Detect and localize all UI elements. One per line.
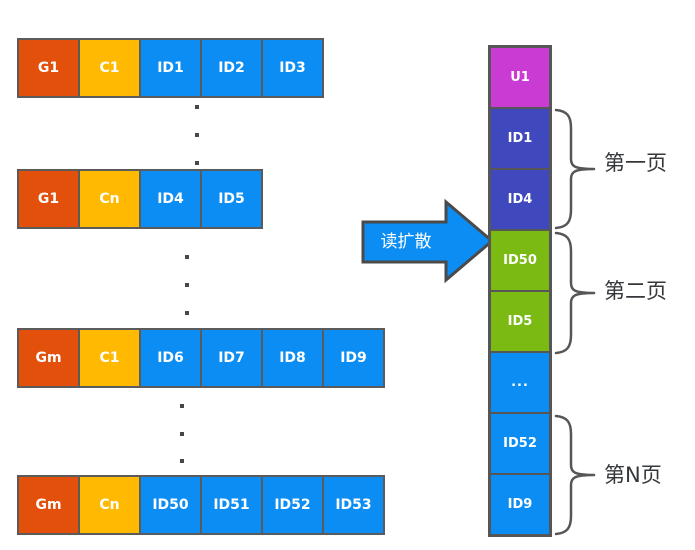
user-cell: U1 xyxy=(491,48,549,107)
pageN-id-cell: ID52 xyxy=(491,414,549,473)
storage-row-4: Gm Cn ID50 ID51 ID52 ID53 xyxy=(17,475,385,535)
pageN-label: 第N页 xyxy=(604,463,662,487)
group-cell: Gm xyxy=(19,330,78,386)
id-cell: ID2 xyxy=(202,40,261,96)
merged-timeline-column: U1 ID1 ID4 ID50 ID5 ... ID52 ID9 xyxy=(488,45,552,537)
page1-id-cell: ID1 xyxy=(491,109,549,168)
storage-row-3: Gm C1 ID6 ID7 ID8 ID9 xyxy=(17,328,385,388)
id-cell: ID50 xyxy=(141,477,200,533)
ellipsis-dot xyxy=(180,432,184,436)
id-cell: ID3 xyxy=(263,40,322,96)
id-cell: ID9 xyxy=(324,330,383,386)
id-cell: ID8 xyxy=(263,330,322,386)
id-cell: ID5 xyxy=(202,171,261,227)
storage-row-1: G1 C1 ID1 ID2 ID3 xyxy=(17,38,324,98)
id-cell: ID7 xyxy=(202,330,261,386)
ellipsis-dot xyxy=(185,311,189,315)
pageN-id-cell: ID9 xyxy=(491,475,549,534)
ellipsis-dot xyxy=(195,161,199,165)
arrow-label: 读扩散 xyxy=(381,232,432,252)
id-cell: ID1 xyxy=(141,40,200,96)
group-cell: G1 xyxy=(19,40,78,96)
arrow-shape xyxy=(361,198,495,284)
ellipsis-dot xyxy=(185,255,189,259)
conversation-cell: Cn xyxy=(80,477,139,533)
id-cell: ID51 xyxy=(202,477,261,533)
id-cell: ID52 xyxy=(263,477,322,533)
page1-brace xyxy=(554,108,596,230)
page2-label: 第二页 xyxy=(604,279,667,303)
conversation-cell: Cn xyxy=(80,171,139,227)
ellipsis-dot xyxy=(195,105,199,109)
id-cell: ID53 xyxy=(324,477,383,533)
page2-brace xyxy=(554,231,596,355)
page2-id-cell: ID5 xyxy=(491,292,549,351)
id-cell: ID6 xyxy=(141,330,200,386)
page2-id-cell: ID50 xyxy=(491,231,549,290)
pageN-brace xyxy=(554,414,596,536)
conversation-cell: C1 xyxy=(80,330,139,386)
ellipsis-dot xyxy=(180,404,184,408)
page1-label: 第一页 xyxy=(604,151,667,175)
id-cell: ID4 xyxy=(141,171,200,227)
read-fanout-arrow: 读扩散 xyxy=(361,198,495,284)
ellipsis-dot xyxy=(180,459,184,463)
page1-id-cell: ID4 xyxy=(491,170,549,229)
more-cell: ... xyxy=(491,353,549,412)
ellipsis-dot xyxy=(185,283,189,287)
group-cell: Gm xyxy=(19,477,78,533)
storage-row-2: G1 Cn ID4 ID5 xyxy=(17,169,263,229)
ellipsis-dot xyxy=(195,133,199,137)
group-cell: G1 xyxy=(19,171,78,227)
conversation-cell: C1 xyxy=(80,40,139,96)
